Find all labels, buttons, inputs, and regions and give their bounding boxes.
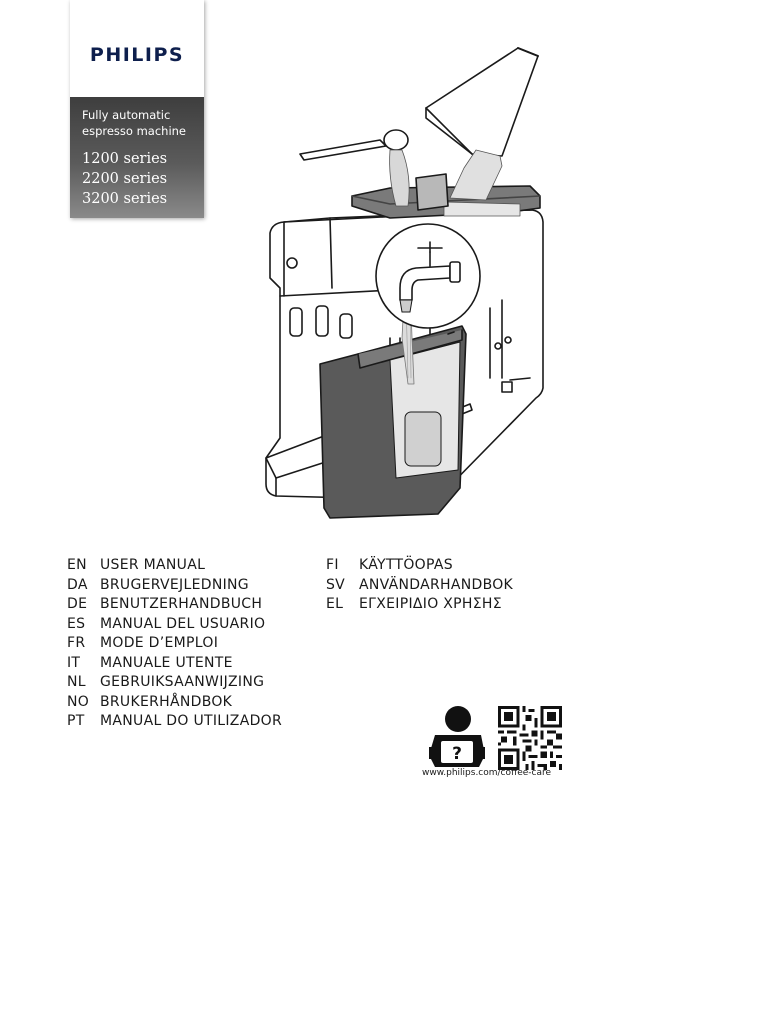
- language-list-left: EN USER MANUAL DA BRUGERVEJLEDNING DE BENUT…: [67, 556, 282, 732]
- language-title: GEBRUIKSAANWIJZING: [100, 674, 265, 690]
- language-code: IT: [67, 654, 81, 671]
- language-title: BENUTZERHANDBUCH: [100, 596, 263, 612]
- series-item: 2200 series: [82, 171, 168, 187]
- language-item: ES MANUAL DEL USUARIO: [67, 615, 282, 635]
- qr-code-icon: [498, 706, 562, 770]
- language-code: PT: [67, 713, 85, 729]
- product-line-1: Fully automatic: [82, 108, 171, 122]
- language-code: FR: [67, 635, 86, 651]
- series-item: 1200 series: [82, 151, 168, 167]
- philips-logo: PHILIPS: [89, 44, 185, 66]
- help-question-mark: ?: [452, 744, 462, 764]
- language-title: ANVÄNDARHANDBOK: [359, 576, 514, 593]
- cover-tag: PHILIPS Fully automatic espresso machine…: [70, 0, 204, 218]
- language-title: MANUAL DO UTILIZADOR: [100, 713, 283, 729]
- support-url: www.philips.com/coffee-care: [422, 768, 552, 778]
- language-item: FI KÄYTTÖOPAS: [326, 556, 513, 576]
- language-title: ΕΓΧΕΙΡΙΔΙΟ ΧΡΗΣΗΣ: [359, 596, 502, 612]
- language-title: KÄYTTÖOPAS: [359, 557, 453, 573]
- language-item: EN USER MANUAL: [67, 556, 282, 576]
- language-code: NL: [67, 674, 86, 690]
- espresso-machine-illustration: [265, 47, 544, 519]
- language-title: BRUGERVEJLEDNING: [100, 576, 249, 593]
- language-code: DE: [67, 596, 88, 612]
- language-title: MODE D’EMPLOI: [100, 635, 219, 651]
- language-code: NO: [67, 693, 90, 710]
- language-item: NL GEBRUIKSAANWIJZING: [67, 673, 282, 693]
- language-code: SV: [326, 576, 346, 593]
- language-code: ES: [67, 615, 86, 632]
- product-description: Fully automatic espresso machine: [82, 107, 186, 139]
- language-title: MANUALE UTENTE: [100, 654, 233, 671]
- language-title: MANUAL DEL USUARIO: [100, 615, 266, 632]
- language-item: DA BRUGERVEJLEDNING: [67, 576, 282, 596]
- product-panel: Fully automatic espresso machine 1200 se…: [70, 97, 204, 218]
- brand-area: PHILIPS: [70, 0, 204, 97]
- language-item: NO BRUKERHÅNDBOK: [67, 693, 282, 713]
- language-item: EL ΕΓΧΕΙΡΙΔΙΟ ΧΡΗΣΗΣ: [326, 595, 513, 615]
- language-code: EL: [326, 596, 344, 612]
- language-code: DA: [67, 576, 88, 593]
- language-item: FR MODE D’EMPLOI: [67, 634, 282, 654]
- language-item: SV ANVÄNDARHANDBOK: [326, 576, 513, 596]
- person-reading-question-icon: ?: [429, 706, 485, 767]
- series-list: 1200 series 2200 series 3200 series: [82, 149, 167, 209]
- language-code: FI: [326, 557, 339, 573]
- language-title: USER MANUAL: [100, 557, 206, 573]
- language-code: EN: [67, 557, 87, 573]
- language-title: BRUKERHÅNDBOK: [100, 693, 233, 710]
- product-line-2: espresso machine: [82, 124, 187, 138]
- language-item: IT MANUALE UTENTE: [67, 654, 282, 674]
- language-list-right: FI KÄYTTÖOPAS SV ANVÄNDARHANDBOK EL ΕΓΧΕΙΡΙ…: [326, 556, 513, 615]
- series-item: 3200 series: [82, 191, 168, 207]
- language-item: DE BENUTZERHANDBUCH: [67, 595, 282, 615]
- language-item: PT MANUAL DO UTILIZADOR: [67, 712, 282, 732]
